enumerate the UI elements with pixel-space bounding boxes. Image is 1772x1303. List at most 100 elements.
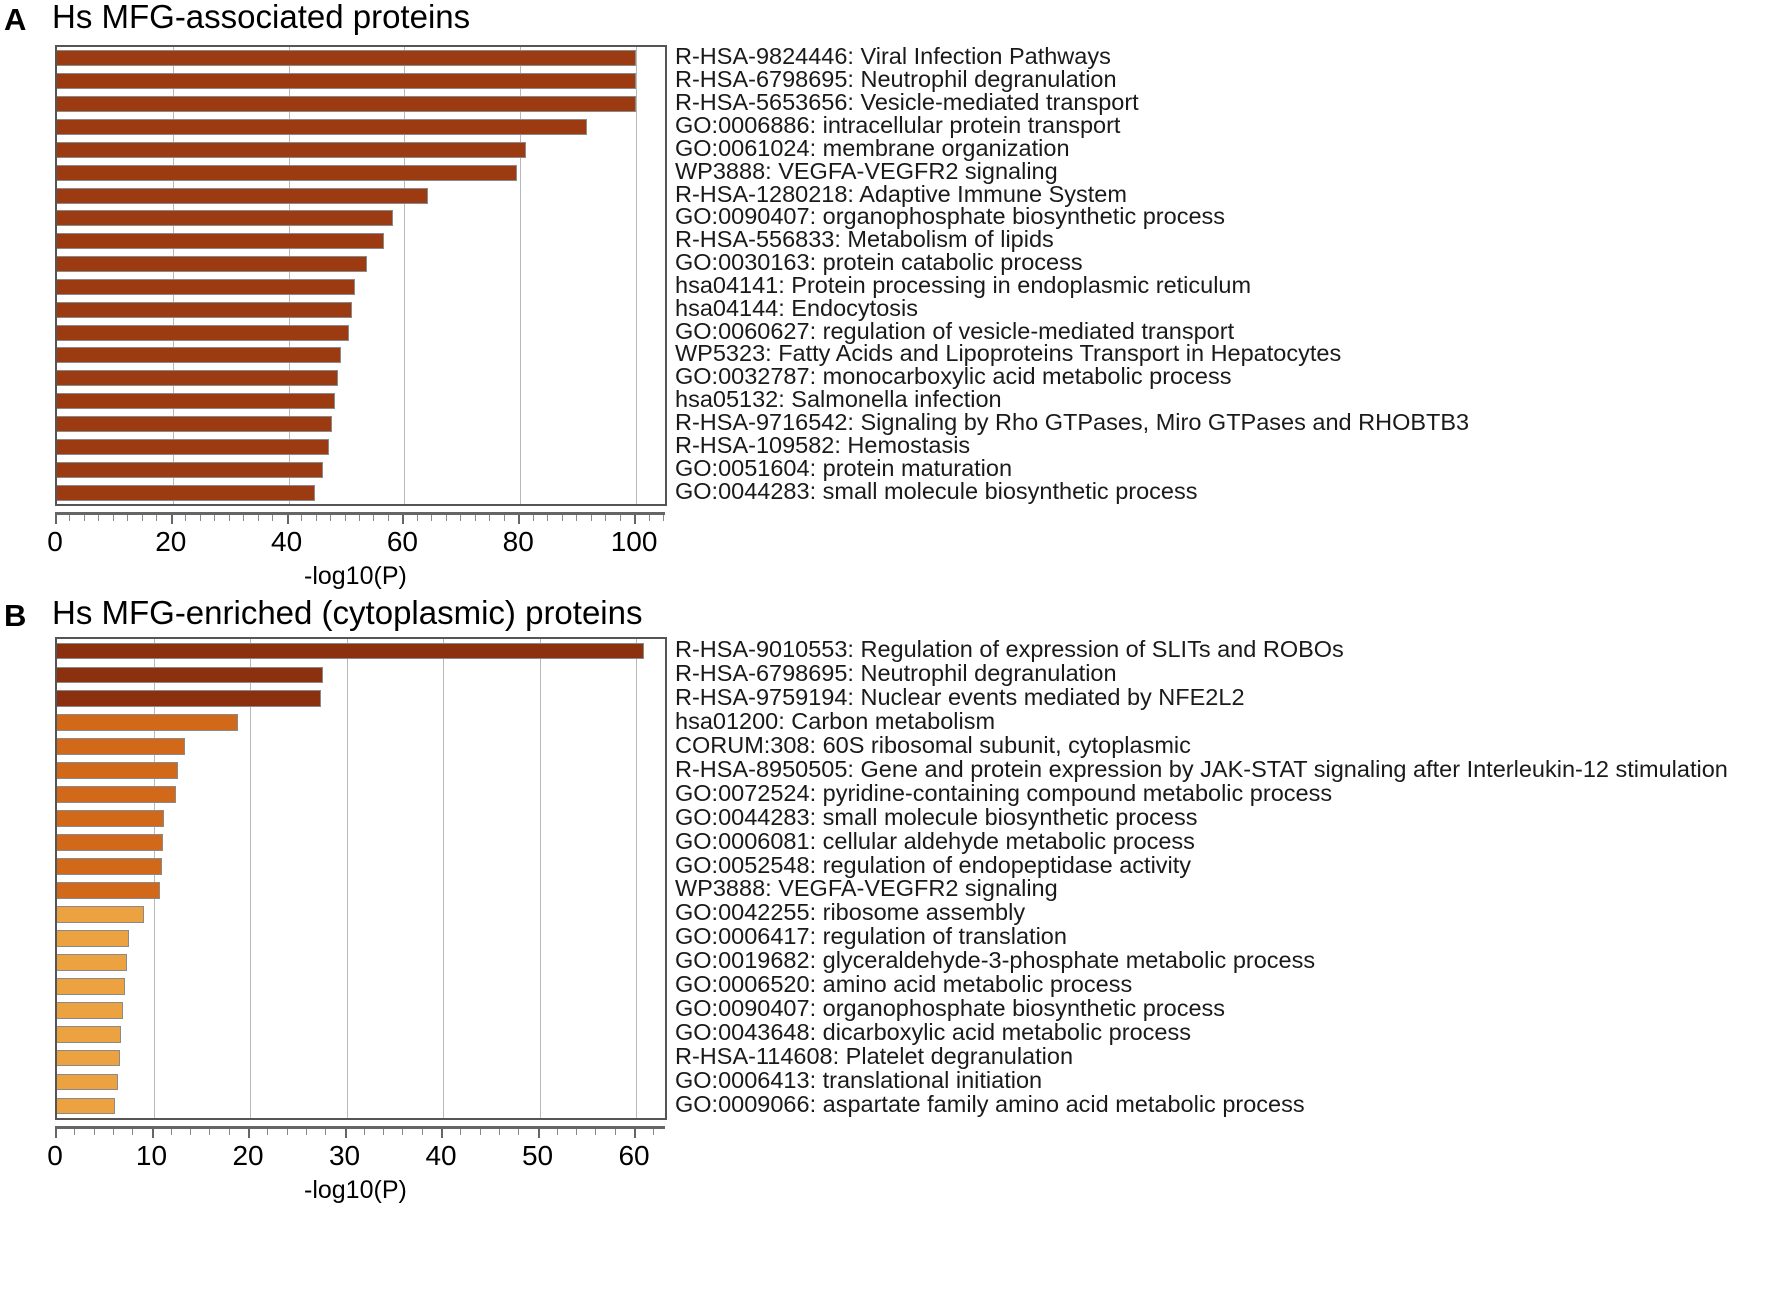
x-axis-minor-tick: [325, 1129, 327, 1135]
bar: [57, 977, 125, 995]
term-label: WP5323: Fatty Acids and Lipoproteins Tra…: [675, 340, 1342, 367]
term-label: GO:0044283: small molecule biosynthetic …: [675, 803, 1198, 830]
bar-row: [57, 1094, 115, 1118]
x-axis-minor-tick: [272, 515, 274, 521]
bar: [57, 642, 644, 660]
x-axis-minor-tick: [170, 1129, 172, 1135]
x-axis-minor-tick: [228, 515, 230, 521]
term-label: R-HSA-1280218: Adaptive Immune System: [675, 180, 1127, 207]
bar-row: [57, 390, 335, 413]
bar-row: [57, 321, 350, 344]
bar-row: [57, 950, 128, 974]
bar-row: [57, 639, 644, 663]
term-label: GO:0032787: monocarboxylic acid metaboli…: [675, 363, 1232, 390]
bar-row: [57, 759, 178, 783]
x-axis-tick-label: 100: [610, 526, 658, 557]
bar: [57, 953, 128, 971]
bar: [57, 810, 165, 827]
term-label: R-HSA-6798695: Neutrophil degranulation: [675, 66, 1117, 93]
term-label: GO:0072524: pyridine-containing compound…: [675, 779, 1333, 806]
x-axis-tick-label: 60: [618, 1140, 650, 1171]
x-axis-minor-tick: [648, 515, 650, 521]
x-axis-tick-label: 10: [135, 1140, 168, 1171]
x-axis-tick: [537, 1129, 540, 1138]
panel-b: B Hs MFG-enriched (cytoplasmic) proteins…: [0, 585, 1772, 1303]
bar-row: [57, 138, 527, 161]
panel-a-plot-area: [55, 45, 667, 506]
x-axis-tick: [170, 515, 173, 524]
bar: [57, 690, 322, 708]
term-label: hsa04141: Protein processing in endoplas…: [675, 271, 1252, 298]
bar: [57, 461, 324, 478]
x-axis-tick: [402, 515, 405, 524]
x-axis-minor-tick: [460, 1129, 462, 1135]
term-label: GO:0052548: regulation of endopeptidase …: [675, 851, 1192, 878]
x-axis-minor-tick: [141, 515, 143, 521]
x-axis-minor-tick: [83, 515, 85, 521]
bar-row: [57, 276, 356, 299]
x-axis-tick: [55, 515, 57, 524]
bar-row: [57, 807, 165, 831]
x-axis-minor-tick: [605, 515, 607, 521]
x-axis-minor-tick: [185, 515, 187, 521]
x-axis-minor-tick: [489, 515, 491, 521]
x-axis-minor-tick: [359, 515, 360, 521]
bar-row: [57, 998, 123, 1022]
x-axis-tick-label: 40: [425, 1140, 457, 1171]
bar: [57, 164, 518, 181]
x-axis-minor-tick: [199, 515, 201, 521]
bar-row: [57, 458, 324, 481]
bar: [57, 393, 335, 410]
bar: [57, 1049, 120, 1067]
x-axis-minor-tick: [653, 1129, 655, 1135]
x-axis-minor-tick: [112, 515, 114, 521]
bar-row: [57, 230, 385, 253]
bar: [57, 714, 239, 732]
x-axis-minor-tick: [556, 1129, 558, 1135]
x-axis-minor-tick: [590, 515, 592, 521]
x-axis-minor-tick: [576, 1129, 578, 1135]
x-axis-tick: [151, 1129, 154, 1138]
term-label: GO:0006886: intracellular protein transp…: [675, 111, 1121, 138]
term-label: GO:0060627: regulation of vesicle-mediat…: [675, 317, 1235, 344]
x-axis-minor-tick: [561, 515, 563, 521]
x-axis-minor-tick: [479, 1129, 481, 1135]
gridline: [539, 639, 541, 1118]
term-label: R-HSA-5653656: Vesicle-mediated transpor…: [675, 89, 1139, 116]
bar: [57, 484, 315, 501]
x-axis-minor-tick: [305, 1129, 307, 1135]
bar: [57, 762, 178, 780]
x-axis-minor-tick: [257, 515, 259, 521]
bar: [57, 73, 637, 90]
bar: [57, 301, 353, 318]
gridline: [520, 47, 522, 504]
bar-row: [57, 1046, 120, 1070]
gridline: [404, 47, 406, 504]
x-axis-tick: [634, 1129, 637, 1138]
x-axis-tick-label: 40: [271, 526, 303, 557]
term-label: GO:0051604: protein maturation: [675, 454, 1013, 481]
gridline: [636, 639, 638, 1118]
bar: [57, 278, 356, 295]
term-label: GO:0006417: regulation of translation: [675, 923, 1067, 950]
term-label: R-HSA-114608: Platelet degranulation: [675, 1043, 1074, 1070]
term-label: GO:0006520: amino acid metabolic process: [675, 971, 1133, 998]
term-label: R-HSA-9759194: Nuclear events mediated b…: [675, 683, 1245, 710]
bar-row: [57, 1070, 118, 1094]
bar: [57, 187, 428, 204]
x-axis-minor-tick: [93, 1129, 95, 1135]
x-axis-minor-tick: [373, 515, 375, 521]
x-axis-minor-tick: [363, 1129, 365, 1135]
bar-row: [57, 855, 163, 879]
x-axis-minor-tick: [228, 1129, 230, 1135]
x-axis-tick: [441, 1129, 444, 1138]
bar: [57, 256, 367, 273]
bar: [57, 50, 637, 67]
x-axis-minor-tick: [431, 515, 433, 521]
bar: [57, 210, 393, 227]
x-axis-tick-label: 30: [328, 1140, 361, 1171]
panel-a-title: Hs MFG-associated proteins: [52, 0, 471, 35]
bar: [57, 438, 330, 455]
x-axis-tick: [634, 515, 637, 524]
